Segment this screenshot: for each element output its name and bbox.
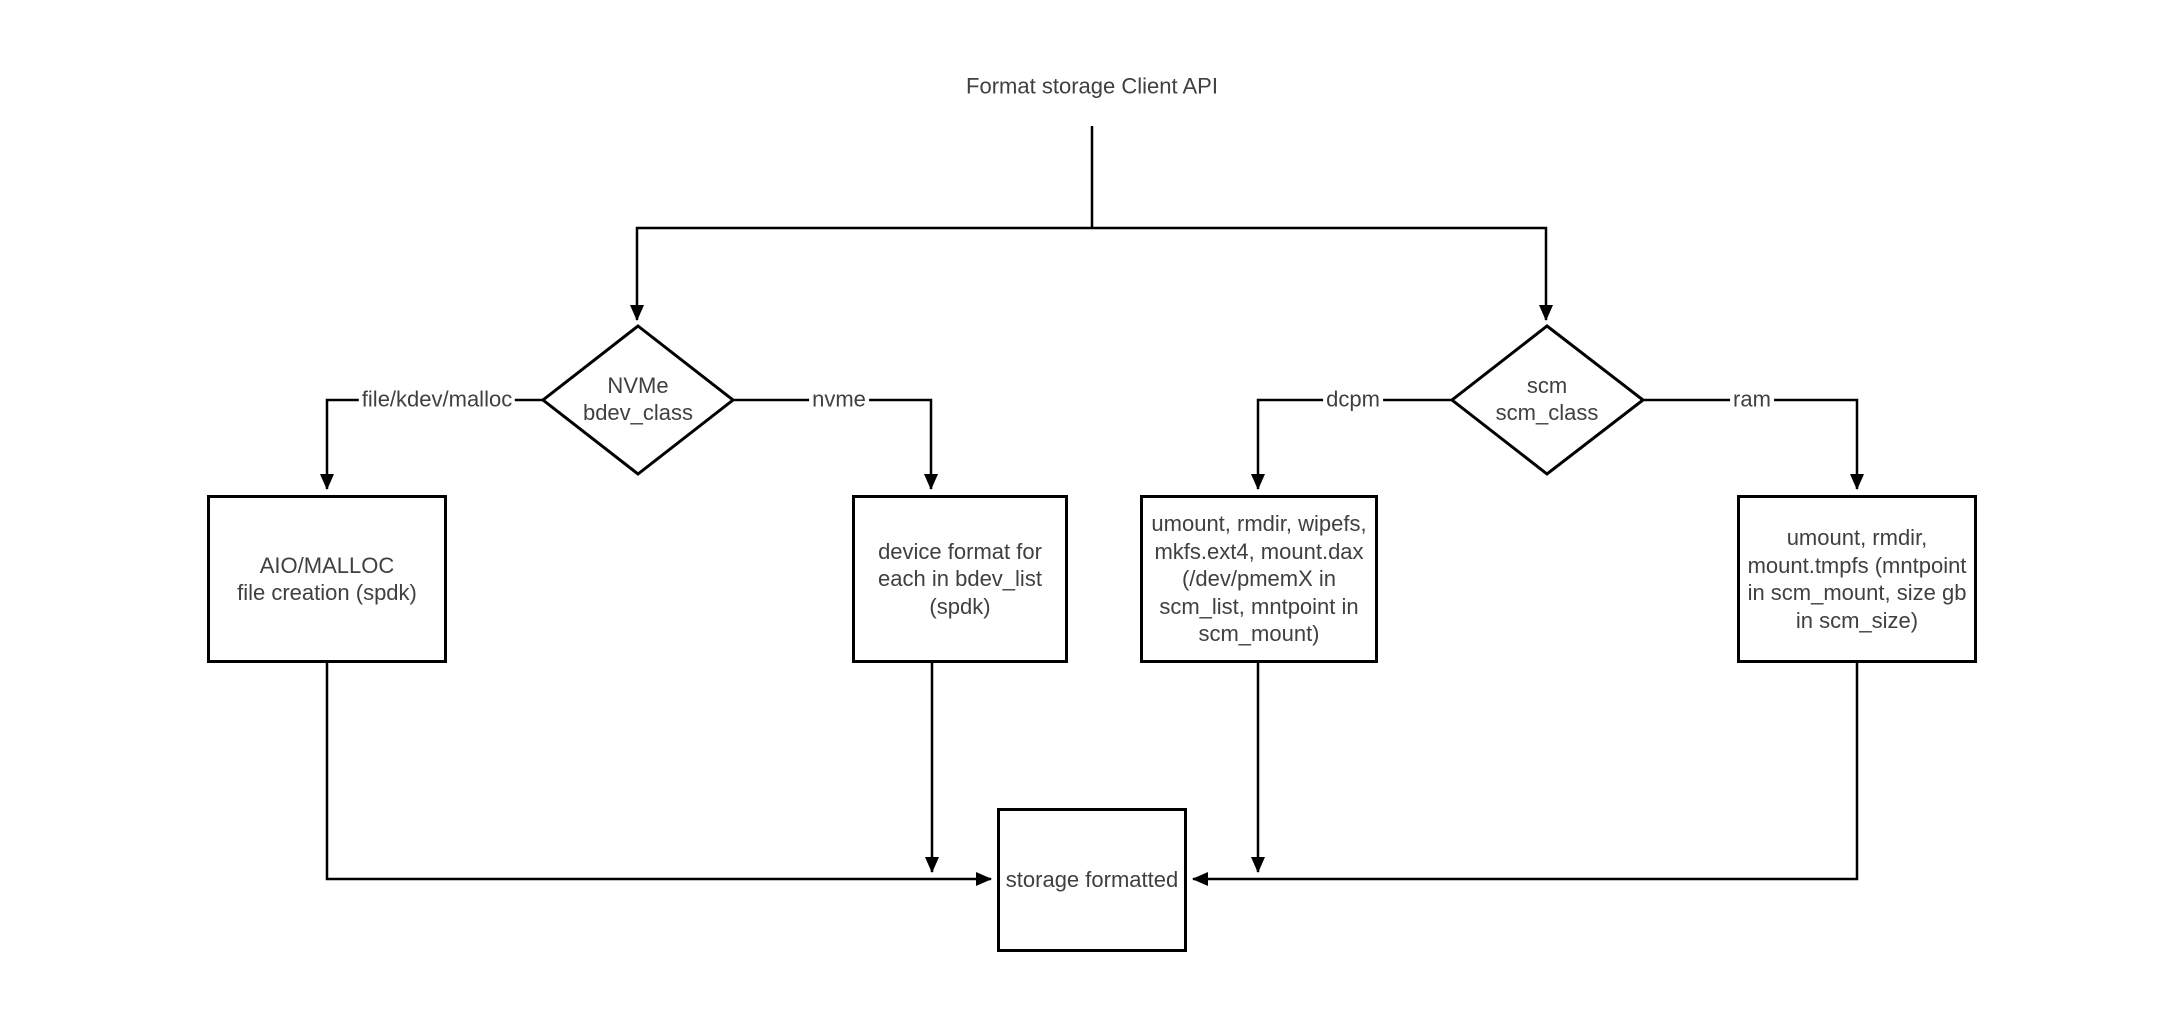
edge-label-ram: ram <box>1730 386 1774 414</box>
edge-label-dcpm: dcpm <box>1323 386 1383 414</box>
storage-formatted-box: storage formatted <box>997 808 1187 952</box>
aio-malloc-box: AIO/MALLOC file creation (spdk) <box>207 495 447 663</box>
device-format-box: device format for each in bdev_list (spd… <box>852 495 1068 663</box>
edge-ram-branch <box>1643 398 1864 490</box>
dcpm-actions-box: umount, rmdir, wipefs, mkfs.ext4, mount.… <box>1140 495 1378 663</box>
edge-aio-to-storage <box>325 663 992 886</box>
edge-ram-to-storage <box>1192 663 1859 886</box>
edge-label-file-kdev-malloc: file/kdev/malloc <box>358 386 516 414</box>
nvme-decision-diamond <box>540 324 736 476</box>
diagram-title: Format storage Client API <box>966 73 1218 99</box>
nvme-decision-label: NVMe bdev_class <box>582 373 694 425</box>
edge-split-left <box>630 226 1092 321</box>
edge-label-nvme: nvme <box>809 386 869 414</box>
edge-split-right <box>1092 226 1553 321</box>
scm-decision-diamond <box>1449 324 1646 476</box>
edge-dcpm-branch <box>1251 398 1452 490</box>
ram-actions-box: umount, rmdir, mount.tmpfs (mntpoint in … <box>1737 495 1977 663</box>
edge-nvme-branch <box>733 398 938 490</box>
scm-decision-label: scm scm_class <box>1495 373 1599 425</box>
